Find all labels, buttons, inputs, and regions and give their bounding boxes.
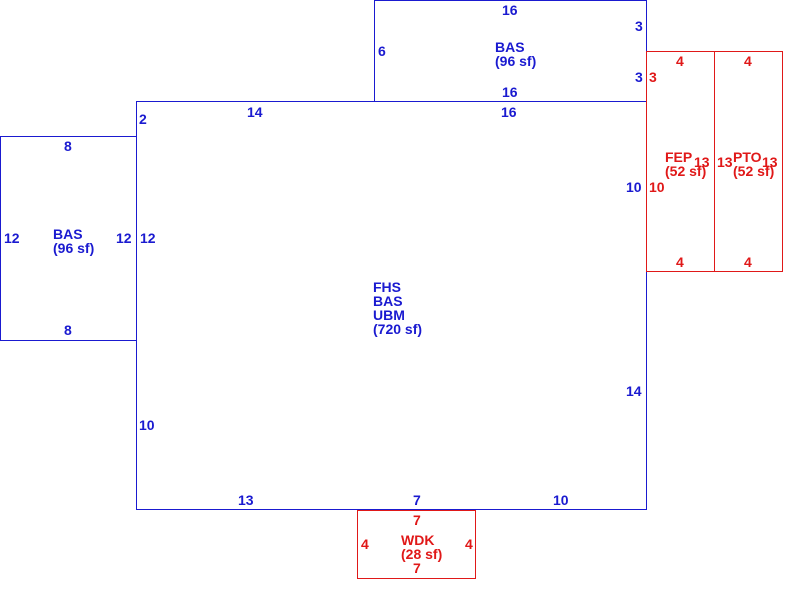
- fep-size: (52 sf): [665, 163, 707, 179]
- top-bas-dim-right-upper: 3: [635, 18, 643, 34]
- fep-dim-bottom: 4: [676, 254, 684, 270]
- fep-dim-right: 13: [694, 154, 710, 170]
- main-dim-left-mid: 12: [140, 230, 156, 246]
- left-bas-size: (96 sf): [53, 240, 95, 256]
- main-dim-left-top: 2: [139, 111, 147, 127]
- wdk-dim-bottom: 7: [413, 560, 421, 576]
- wdk-dim-left: 4: [361, 536, 369, 552]
- left-bas-dim-right: 12: [116, 230, 132, 246]
- wdk-code: WDK: [401, 532, 435, 548]
- left-bas-label: BAS (96 sf): [53, 227, 94, 255]
- wdk-outline: [357, 510, 476, 579]
- main-dim-left-bottom: 10: [139, 417, 155, 433]
- main-dim-top-left: 14: [247, 104, 263, 120]
- top-bas-dim-right-lower: 3: [635, 69, 643, 85]
- main-dim-bottom-mid: 7: [413, 492, 421, 508]
- fep-label: FEP (52 sf): [665, 150, 706, 178]
- fep-dim-left-upper: 3: [649, 69, 657, 85]
- fep-dim-top: 4: [676, 53, 684, 69]
- fep-code: FEP: [665, 149, 693, 165]
- top-bas-dim-left: 6: [378, 43, 386, 59]
- main-dim-top-right: 16: [501, 104, 517, 120]
- main-dim-bottom-left: 13: [238, 492, 254, 508]
- top-bas-label: BAS (96 sf): [495, 40, 536, 68]
- main-code-ubm: UBM: [373, 307, 405, 323]
- main-dim-right-upper: 10: [626, 179, 642, 195]
- main-area-size: (720 sf): [373, 321, 423, 337]
- wdk-size: (28 sf): [401, 546, 443, 562]
- pto-label: PTO (52 sf): [733, 150, 774, 178]
- pto-dim-left: 13: [717, 154, 733, 170]
- wdk-dim-top: 7: [413, 512, 421, 528]
- left-bas-dim-bottom: 8: [64, 322, 72, 338]
- top-bas-dim-top: 16: [502, 2, 518, 18]
- pto-dim-top: 4: [744, 53, 752, 69]
- main-code-bas: BAS: [373, 293, 403, 309]
- left-bas-dim-left: 12: [4, 230, 20, 246]
- fep-dim-left-lower: 10: [649, 179, 665, 195]
- main-area-label: FHS BAS UBM (720 sf): [373, 280, 422, 336]
- wdk-label: WDK (28 sf): [401, 533, 442, 561]
- pto-size: (52 sf): [733, 163, 775, 179]
- wdk-dim-right: 4: [465, 536, 473, 552]
- pto-outline: [714, 51, 783, 272]
- left-bas-outline: [0, 136, 137, 341]
- pto-code: PTO: [733, 149, 762, 165]
- top-bas-size: (96 sf): [495, 53, 537, 69]
- left-bas-dim-top: 8: [64, 138, 72, 154]
- main-dim-bottom-right: 10: [553, 492, 569, 508]
- pto-dim-bottom: 4: [744, 254, 752, 270]
- pto-dim-right: 13: [762, 154, 778, 170]
- top-bas-dim-bottom: 16: [502, 84, 518, 100]
- left-bas-code: BAS: [53, 226, 83, 242]
- main-code-fhs: FHS: [373, 279, 401, 295]
- main-dim-right-lower: 14: [626, 383, 642, 399]
- top-bas-code: BAS: [495, 39, 525, 55]
